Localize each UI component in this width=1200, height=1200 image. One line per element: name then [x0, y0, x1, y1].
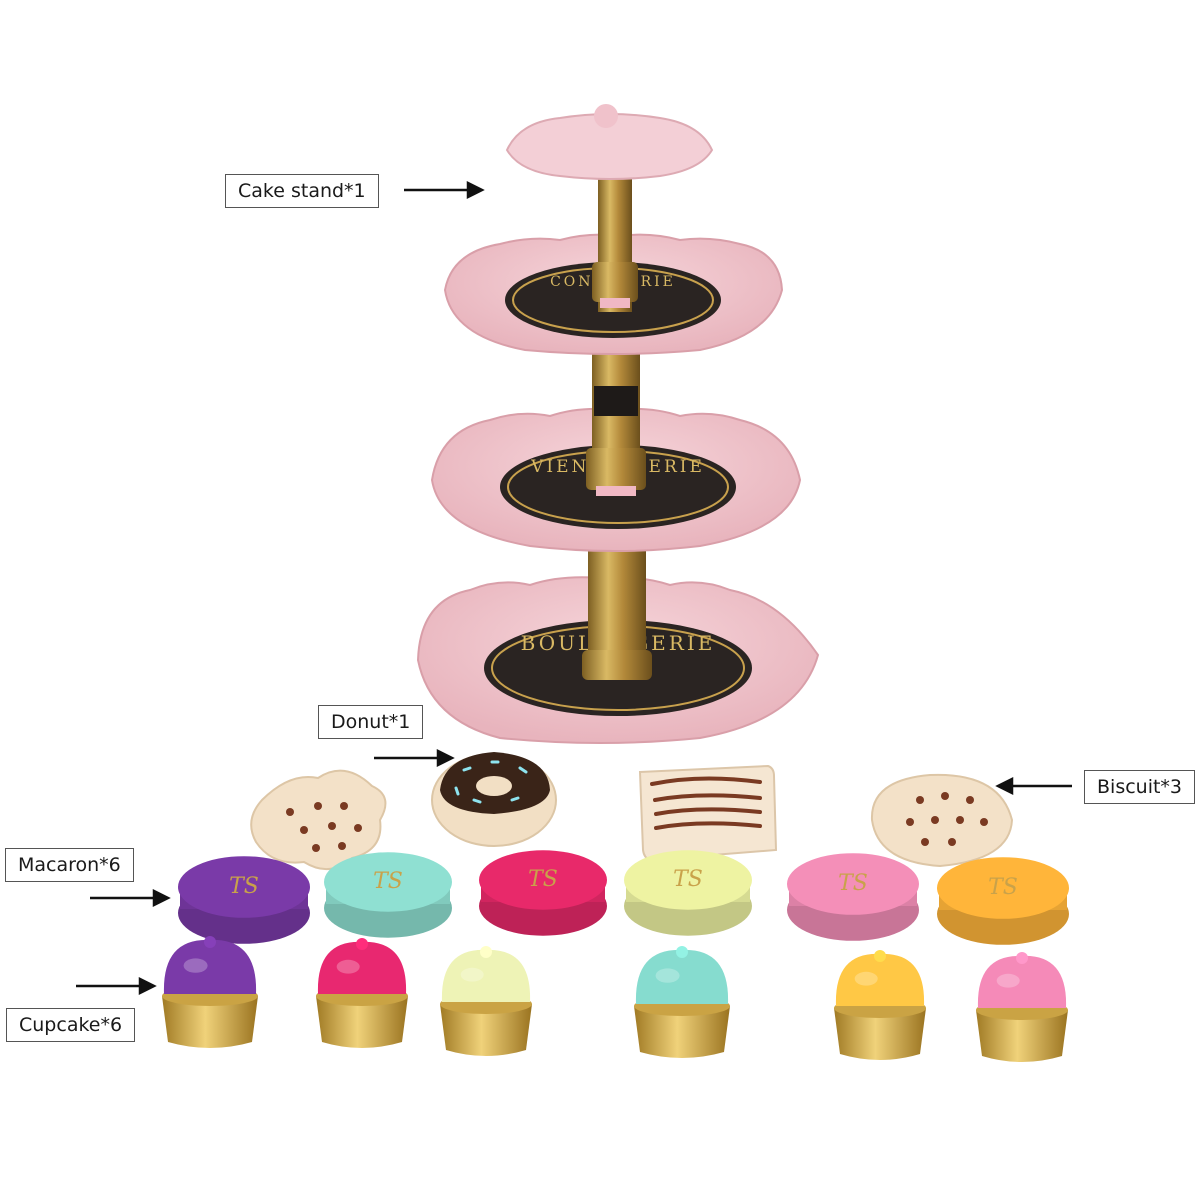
- cupcake: [440, 946, 532, 1056]
- cake-stand-label: Cake stand*1: [225, 174, 379, 208]
- cupcake: [834, 950, 926, 1060]
- monogram: TS: [528, 867, 558, 892]
- monogram: TS: [838, 871, 868, 896]
- biscuit-star: [250, 769, 387, 870]
- biscuit-label: Biscuit*3: [1084, 770, 1196, 804]
- monogram: TS: [673, 867, 703, 892]
- cake-stand: BOULANGERIE VIENNOISERIE CONFISERIE: [416, 104, 820, 744]
- biscuit-round: [870, 773, 1014, 868]
- macaron: TS: [937, 857, 1069, 945]
- macaron: TS: [787, 853, 919, 941]
- macaron-label: Macaron*6: [5, 848, 134, 882]
- cupcake: [634, 946, 730, 1058]
- monogram: TS: [988, 875, 1018, 900]
- monogram: TS: [373, 869, 403, 894]
- macaron: TS: [178, 856, 310, 944]
- cupcake: [316, 938, 408, 1048]
- cupcake: [976, 952, 1068, 1062]
- donut: [431, 752, 557, 847]
- callout-arrows: [76, 180, 1072, 996]
- cupcake-label: Cupcake*6: [6, 1008, 136, 1042]
- macarons: TS TS TS TS TS TS: [178, 850, 1069, 945]
- monogram: TS: [229, 874, 259, 899]
- cupcakes: [162, 936, 1068, 1062]
- macaron: TS: [479, 850, 607, 936]
- macaron: TS: [324, 852, 452, 938]
- cupcake: [162, 936, 258, 1048]
- biscuit-square: [638, 764, 778, 862]
- donut-label: Donut*1: [318, 705, 424, 739]
- macaron: TS: [624, 850, 752, 936]
